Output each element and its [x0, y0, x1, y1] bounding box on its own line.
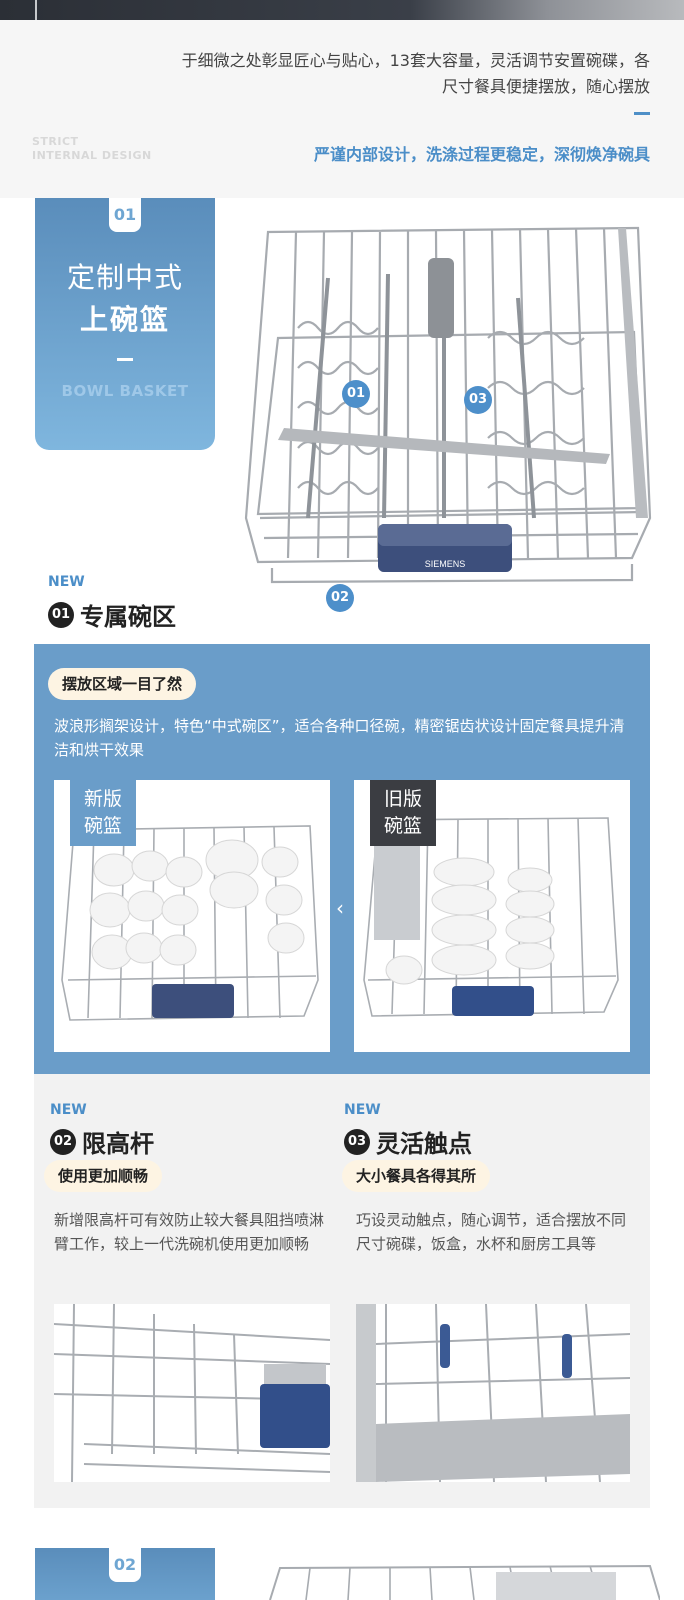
section-divider: [117, 358, 133, 361]
feature-title-1: 01 专属碗区: [48, 597, 176, 632]
new-label: NEW: [344, 1102, 381, 1118]
intro-text: 于细微之处彰显匠心与贴心，13套大容量，灵活调节安置碗碟，各尺寸餐具便捷摆放，随…: [181, 51, 650, 96]
old-tag-line2: 碗篮: [383, 815, 422, 837]
feature-title-text: 专属碗区: [80, 603, 176, 631]
old-basket-photo: 旧版 碗篮: [354, 780, 630, 1052]
feature-title-text: 灵活触点: [376, 1130, 472, 1158]
height-limit-drawing: [54, 1304, 330, 1482]
basket-marker-03: 03: [464, 386, 492, 414]
section-badge-card: 01 定制中式 上碗篮 BOWL BASKET: [35, 198, 215, 450]
feature-title-2: 02 限高杆: [50, 1124, 154, 1159]
upper-basket-illustration: SIEMENS 01 03 02: [238, 218, 666, 612]
feature-description: 新增限高杆可有效防止较大餐具阻挡喷淋臂工作，较上一代洗碗机使用更加顺畅: [54, 1211, 325, 1253]
intro-divider: [634, 112, 650, 115]
new-basket-photo: 新版 碗篮: [54, 780, 330, 1052]
basket-marker-02: 02: [326, 584, 354, 612]
feature-pill: 大小餐具各得其所: [342, 1160, 491, 1192]
feature-title-text: 限高杆: [82, 1130, 154, 1158]
brand-label: SIEMENS: [425, 559, 466, 569]
flexible-tines-drawing: [356, 1304, 630, 1482]
old-basket-tag: 旧版 碗篮: [370, 780, 436, 846]
old-basket-drawing: [363, 817, 619, 1017]
feature-pill: 使用更加顺畅: [44, 1160, 163, 1192]
feature-description: 波浪形搁架设计，特色“中式碗区”，适合各种口径碗，精密锯齿状设计固定餐具提升清洁…: [54, 717, 625, 759]
feature-pill: 摆放区域一目了然: [48, 668, 197, 700]
old-tag-line1: 旧版: [383, 788, 422, 810]
basket-illustration-2: [260, 1560, 661, 1600]
top-banner-strip: [0, 0, 684, 50]
section-badge-card-2: 02: [35, 1548, 215, 1600]
basket-drawing-2: [269, 1564, 661, 1600]
section-number: 02: [109, 1548, 141, 1582]
intro-subtitle: 严谨内部设计，洗涤过程更稳定，深彻焕净碗具: [313, 145, 650, 164]
new-basket-tag: 新版 碗篮: [70, 780, 136, 846]
features-detail-panel: NEW 02 限高杆 使用更加顺畅 新增限高杆可有效防止较大餐具阻挡喷淋臂工作，…: [34, 1074, 650, 1508]
feature-number-badge: 03: [344, 1128, 370, 1155]
section-title-line1: 定制中式: [66, 261, 183, 294]
new-label: NEW: [48, 574, 85, 590]
height-limit-bar-photo: [54, 1304, 330, 1482]
feature-title-3: 03 灵活触点: [344, 1124, 472, 1159]
intro-en-line1: STRICT: [32, 135, 79, 148]
intro-en-line2: INTERNAL DESIGN: [32, 149, 152, 162]
intro-english-heading: STRICT INTERNAL DESIGN: [32, 135, 152, 163]
basket-comparison-panel: 摆放区域一目了然 波浪形搁架设计，特色“中式碗区”，适合各种口径碗，精密锯齿状设…: [34, 644, 650, 1074]
new-label: NEW: [50, 1102, 87, 1118]
intro-section: 于细微之处彰显匠心与贴心，13套大容量，灵活调节安置碗碟，各尺寸餐具便捷摆放，随…: [0, 20, 684, 198]
basket-drawing: SIEMENS: [244, 226, 652, 584]
new-tag-line1: 新版: [83, 788, 122, 810]
chevron-left-icon[interactable]: ‹: [336, 896, 344, 920]
basket-marker-01: 01: [342, 380, 370, 408]
new-basket-drawing: [61, 825, 319, 1021]
section-title-en: BOWL BASKET: [61, 382, 189, 400]
flexible-tines-photo: [356, 1304, 630, 1482]
section-title-line2: 上碗篮: [79, 303, 170, 336]
new-tag-line2: 碗篮: [83, 815, 122, 837]
feature-number-badge: 02: [50, 1128, 76, 1155]
feature-description: 巧设灵动触点，随心调节，适合摆放不同尺寸碗碟，饭盒，水杯和厨房工具等: [356, 1211, 627, 1253]
section-number: 01: [109, 198, 141, 232]
feature-number-badge: 01: [48, 601, 74, 628]
